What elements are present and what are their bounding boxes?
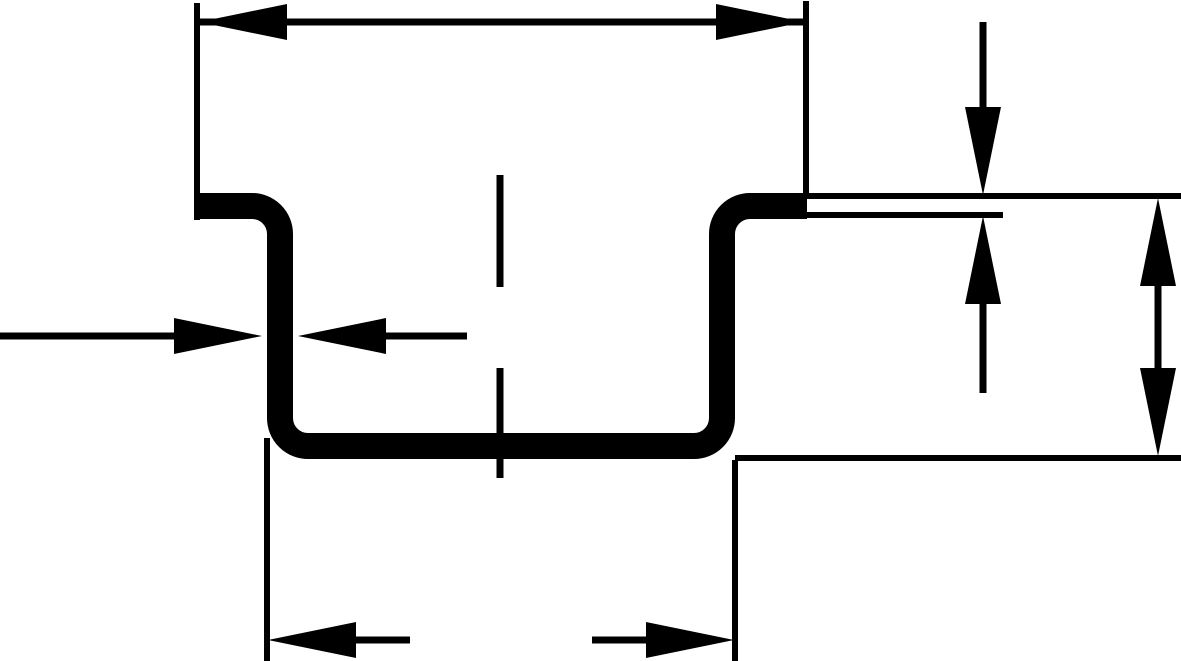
- material-thickness-arrow-bottom: [965, 216, 1001, 304]
- height-arrow-top: [1140, 198, 1176, 286]
- wall-thickness-arrow-left: [174, 318, 262, 354]
- material-thickness-arrow-top: [965, 107, 1001, 195]
- wall-thickness-arrow-right: [298, 318, 386, 354]
- top-width-arrow-left: [199, 4, 287, 40]
- bottom-width-arrow-right: [646, 622, 734, 658]
- bottom-width-arrow-left: [268, 622, 356, 658]
- top-width-arrow-right: [716, 4, 804, 40]
- height-arrow-bottom: [1140, 368, 1176, 456]
